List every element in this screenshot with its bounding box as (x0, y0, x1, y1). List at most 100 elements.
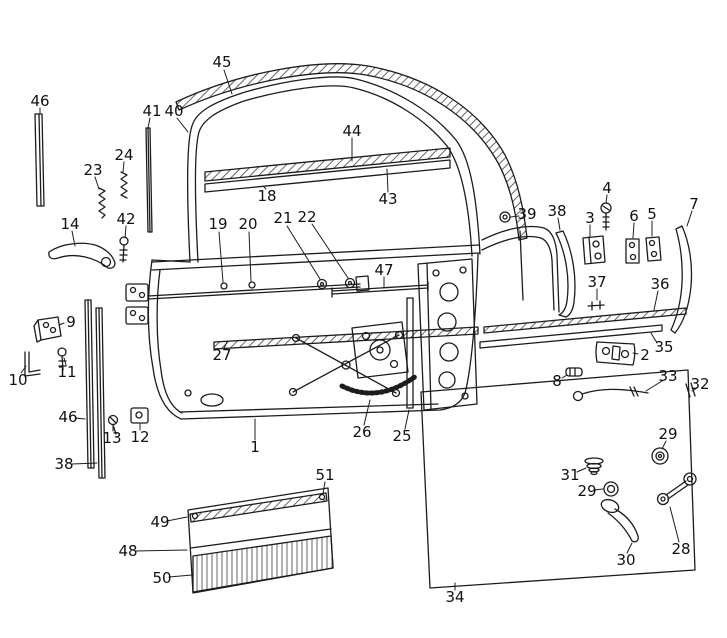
leader-line-6-15 (632, 222, 635, 239)
screw-11 (57, 347, 67, 371)
leader-line-35-30 (650, 332, 658, 344)
strip-35 (479, 324, 663, 349)
strip-44 (204, 147, 451, 182)
part-label-12-36: 12 (130, 428, 149, 446)
part-label-28-45: 28 (671, 540, 690, 558)
leader-line-50-50 (168, 574, 193, 578)
grommet-39 (499, 211, 511, 223)
part-label-4-13: 4 (602, 179, 612, 197)
regulator-26 (288, 321, 419, 398)
lock-panel (417, 258, 478, 411)
part-label-21-20: 21 (273, 209, 292, 227)
part-label-29-43: 29 (577, 482, 596, 500)
part-label-43-8: 43 (378, 190, 397, 208)
leader-line-32-33 (691, 387, 698, 392)
part-label-40-3: 40 (164, 102, 183, 120)
part-label-51-47: 51 (315, 466, 334, 484)
leader-line-38-37 (71, 462, 98, 465)
part-label-25-40: 25 (392, 427, 411, 445)
strip-36 (483, 307, 687, 334)
part-label-6-15: 6 (629, 207, 639, 225)
spring-24 (120, 171, 128, 199)
spring-31 (584, 457, 604, 476)
part-label-31-42: 31 (560, 466, 579, 484)
glass-channel-41 (145, 127, 153, 233)
part-label-37-23: 37 (587, 273, 606, 291)
strip-46-top (34, 113, 45, 207)
glass-channel-25 (406, 297, 414, 409)
leader-line-21-20 (286, 225, 321, 280)
bracket-10 (24, 351, 41, 377)
leader-line-41-2 (147, 117, 151, 129)
part-label-45-0: 45 (212, 53, 231, 71)
leader-line-10-26 (20, 365, 27, 374)
leader-line-33-32 (645, 380, 663, 392)
strip-46-lower (84, 299, 95, 469)
strip-43 (204, 159, 451, 193)
part-label-18-7: 18 (257, 187, 276, 205)
part-label-46-1: 46 (30, 92, 49, 110)
leader-line-18-7 (263, 186, 267, 190)
leader-line-36-24 (653, 290, 659, 311)
escutcheon-29-upper (651, 447, 669, 465)
part-label-42-10: 42 (116, 210, 135, 228)
leader-line-38-12 (557, 217, 561, 231)
plate-12 (130, 407, 149, 424)
part-label-5-16: 5 (647, 205, 657, 223)
leader-line-7-17 (686, 210, 693, 227)
leader-line-49-48 (166, 516, 188, 522)
remote-rod-19-22 (147, 275, 370, 300)
striker-2 (595, 341, 636, 366)
part-label-35-30: 35 (654, 338, 673, 356)
part-label-36-24: 36 (650, 275, 669, 293)
escutcheon-29-lower (603, 481, 619, 497)
leader-line-48-49 (134, 549, 188, 552)
part-label-48-49: 48 (118, 542, 137, 560)
quarter-frame (481, 225, 560, 313)
leader-line-28-45 (669, 506, 680, 543)
leader-line-20-19 (248, 231, 252, 282)
part-label-38-37: 38 (54, 455, 73, 473)
leader-line-30-44 (626, 542, 633, 554)
leader-line-39-11 (510, 215, 520, 218)
part-label-13-35: 13 (102, 429, 121, 447)
part-label-8-31: 8 (552, 372, 562, 390)
trim-blade-7 (670, 225, 693, 334)
part-label-33-32: 33 (658, 367, 677, 385)
screw-42 (119, 236, 129, 263)
rod-33 (572, 386, 649, 402)
part-label-1-38: 1 (250, 438, 260, 456)
part-label-22-21: 22 (297, 208, 316, 226)
leader-line-4-13 (605, 194, 608, 204)
hinge-5 (645, 236, 662, 262)
part-label-23-4: 23 (83, 161, 102, 179)
leader-line-14-9 (71, 230, 76, 247)
spring-23 (98, 187, 106, 219)
seal-38-right (555, 230, 576, 318)
pocket-strip-49 (189, 492, 328, 523)
part-label-24-5: 24 (114, 146, 133, 164)
leader-line-9-25 (58, 322, 65, 326)
crank-28 (656, 472, 697, 506)
part-label-9-25: 9 (66, 313, 76, 331)
leader-line-42-10 (124, 225, 127, 239)
check-strap-14 (48, 242, 116, 269)
part-label-29-41: 29 (658, 425, 677, 443)
hinge-plates (125, 283, 149, 325)
hinge-3 (582, 235, 606, 265)
leader-line-23-4 (94, 176, 100, 190)
part-label-10-26: 10 (8, 371, 27, 389)
leader-line-26-39 (363, 399, 371, 426)
part-label-30-44: 30 (616, 551, 635, 569)
part-label-47-22: 47 (374, 261, 393, 279)
part-label-3-14: 3 (585, 209, 595, 227)
part-label-50-50: 50 (152, 569, 171, 587)
leader-line-25-40 (404, 409, 410, 430)
part-label-46-34: 46 (58, 408, 77, 426)
door-panel-34 (420, 369, 696, 589)
part-label-44-6: 44 (342, 122, 361, 140)
top-trim-45 (175, 63, 528, 241)
part-label-2-29: 2 (640, 346, 650, 364)
